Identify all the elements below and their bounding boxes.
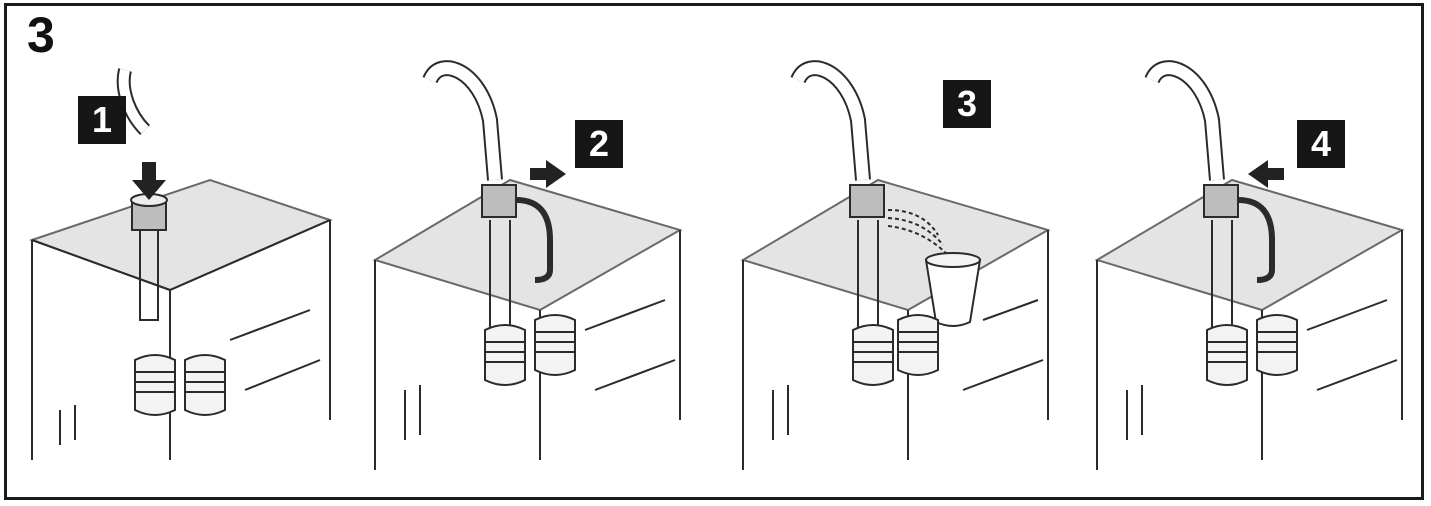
step-badge-2: 2 — [575, 120, 623, 168]
appliance-illustration-1 — [28, 68, 333, 460]
appliance-illustration-2 — [372, 60, 683, 470]
step-badge-3: 3 — [943, 80, 991, 128]
panel-2-illustration: 2 — [370, 60, 700, 470]
panel-1-illustration: 1 — [20, 60, 350, 470]
appliance-illustration-4 — [1094, 60, 1405, 470]
step-badge-4: 4 — [1297, 120, 1345, 168]
panel-4-illustration: 4 — [1092, 60, 1422, 470]
step-number: 3 — [27, 7, 55, 63]
step-badge-1: 1 — [78, 96, 126, 144]
panel-3-illustration: 3 — [738, 60, 1068, 470]
appliance-illustration-3 — [740, 60, 1051, 470]
